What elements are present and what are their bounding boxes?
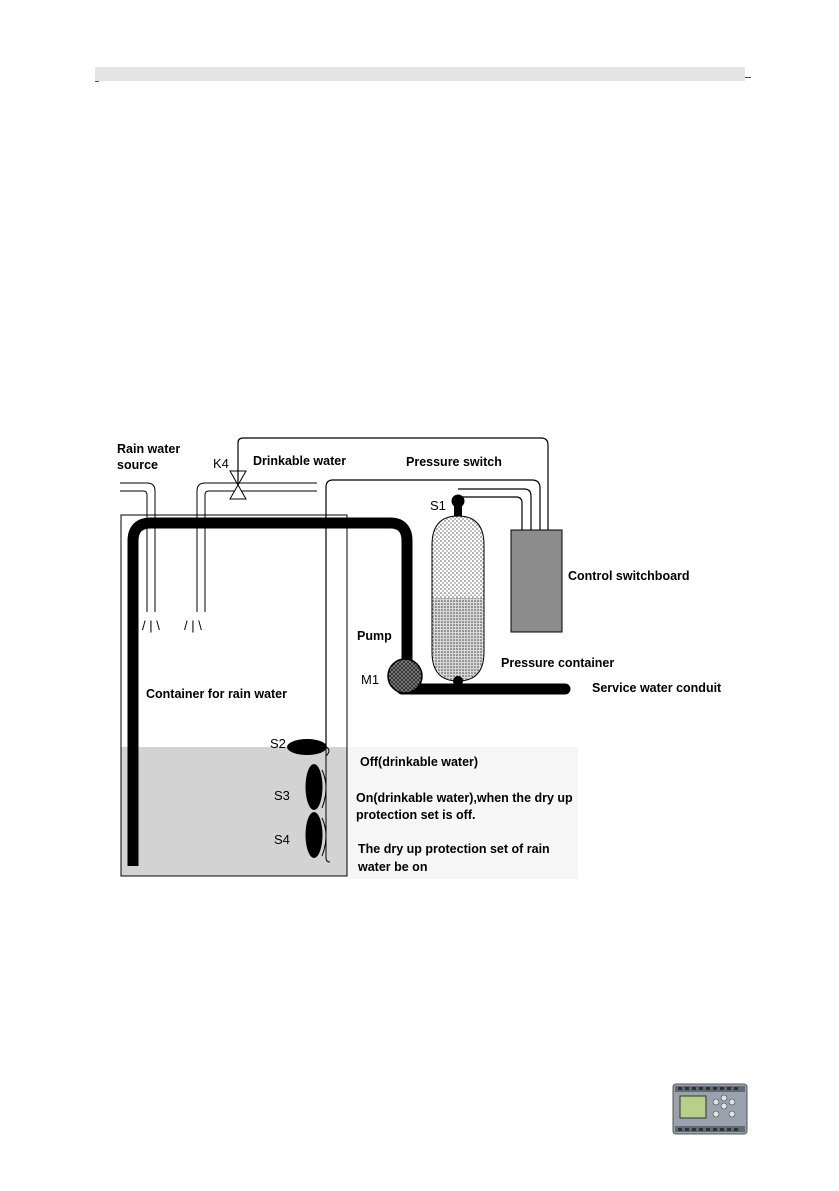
float-switch-s4 — [306, 812, 323, 858]
label-pressure-container: Pressure container — [501, 656, 614, 670]
label-drinkable-water: Drinkable water — [253, 454, 346, 468]
float-switch-s3 — [306, 764, 323, 810]
float-switch-s2 — [287, 739, 327, 755]
label-pump: Pump — [357, 629, 392, 643]
label-k4: K4 — [213, 456, 229, 471]
label-off-drinkable-water: Off(drinkable water) — [360, 755, 478, 769]
label-pressure-switch: Pressure switch — [406, 455, 502, 469]
s1-pressure-switch — [452, 495, 465, 508]
pump-m1 — [388, 659, 422, 693]
label-s2: S2 — [270, 736, 286, 751]
drinkable-water-outlet: / | \ — [184, 618, 202, 633]
label-s1: S1 — [430, 498, 446, 513]
drinkable-water-pipe — [197, 483, 317, 612]
label-rain-water-source: Rain water source — [117, 442, 184, 472]
label-container-for-rain-water: Container for rain water — [146, 687, 287, 701]
label-control-switchboard: Control switchboard — [568, 569, 690, 583]
plc-controller-icon — [672, 1083, 748, 1135]
label-service-water-conduit: Service water conduit — [592, 681, 722, 695]
control-switchboard — [511, 530, 562, 632]
rain-water-outlet-left: / | \ — [142, 618, 160, 633]
label-m1: M1 — [361, 672, 379, 687]
k4-control-wire — [238, 438, 548, 530]
label-s3: S3 — [274, 788, 290, 803]
label-s4: S4 — [274, 832, 290, 847]
